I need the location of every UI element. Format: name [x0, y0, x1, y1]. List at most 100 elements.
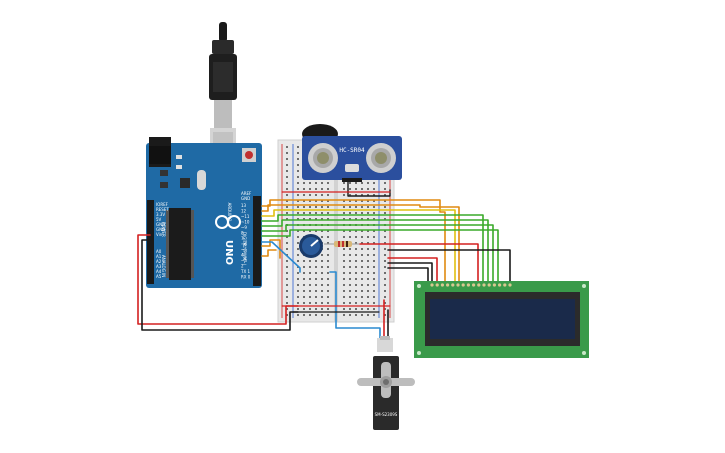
digital-pin-label: 4 [241, 253, 244, 258]
breadboard-hole [327, 302, 329, 304]
breadboard-hole [286, 158, 288, 160]
breadboard-hole [315, 272, 317, 274]
breadboard-hole [327, 272, 329, 274]
breadboard-hole [367, 236, 369, 238]
breadboard-hole [384, 248, 386, 250]
breadboard-hole [309, 308, 311, 310]
breadboard-hole [361, 212, 363, 214]
breadboard-hole [373, 296, 375, 298]
digital-pin-label: ~6 [241, 242, 247, 247]
breadboard-hole [327, 284, 329, 286]
breadboard-hole [355, 254, 357, 256]
breadboard-hole [373, 278, 375, 280]
power-pin-label: 3.3V [156, 212, 165, 217]
breadboard-hole [286, 242, 288, 244]
breadboard-hole [384, 200, 386, 202]
breadboard-hole [343, 260, 345, 262]
digital-header [253, 196, 261, 286]
breadboard-hole [309, 188, 311, 190]
breadboard-hole [361, 182, 363, 184]
breadboard-hole [321, 194, 323, 196]
power-analog-header [147, 200, 154, 284]
breadboard-hole [315, 284, 317, 286]
breadboard-hole [315, 314, 317, 316]
breadboard-hole [321, 200, 323, 202]
breadboard-hole [367, 188, 369, 190]
breadboard-hole [355, 188, 357, 190]
breadboard-hole [321, 230, 323, 232]
breadboard-hole [384, 278, 386, 280]
breadboard-hole [384, 260, 386, 262]
breadboard-hole [361, 266, 363, 268]
breadboard-hole [384, 194, 386, 196]
breadboard-hole [286, 314, 288, 316]
breadboard-hole [384, 314, 386, 316]
breadboard-hole [361, 248, 363, 250]
breadboard-hole [309, 272, 311, 274]
breadboard-hole [343, 302, 345, 304]
breadboard-hole [309, 284, 311, 286]
lcd-pin [430, 283, 434, 287]
breadboard-hole [355, 296, 357, 298]
breadboard-hole [367, 272, 369, 274]
breadboard-hole [361, 242, 363, 244]
breadboard-hole [315, 260, 317, 262]
breadboard-hole [297, 248, 299, 250]
breadboard-hole [327, 194, 329, 196]
breadboard-hole [349, 188, 351, 190]
wire-black-sensor [347, 181, 391, 197]
breadboard-hole [373, 206, 375, 208]
breadboard-hole [321, 278, 323, 280]
wire-orange-3 [261, 239, 281, 259]
breadboard-hole [384, 236, 386, 238]
breadboard-hole [297, 176, 299, 178]
breadboard-hole [349, 260, 351, 262]
arduino-logo: ARDUINO [215, 203, 241, 229]
breadboard-hole [297, 194, 299, 196]
breadboard-hole [309, 218, 311, 220]
breadboard-hole [297, 308, 299, 310]
breadboard-hole [315, 206, 317, 208]
breadboard-hole [367, 182, 369, 184]
breadboard-hole [321, 266, 323, 268]
breadboard-hole [343, 314, 345, 316]
breadboard-hole [343, 290, 345, 292]
digital-pin-label: ~9 [241, 225, 247, 230]
breadboard-hole [327, 236, 329, 238]
breadboard-hole [315, 194, 317, 196]
wire-green-3 [261, 224, 494, 284]
breadboard-hole [303, 302, 305, 304]
breadboard-hole [343, 254, 345, 256]
lcd-pin [487, 283, 491, 287]
breadboard-hole [327, 260, 329, 262]
breadboard-hole [373, 284, 375, 286]
power-pin-label: 5V [156, 217, 162, 222]
breadboard-hole [309, 278, 311, 280]
breadboard-hole [367, 194, 369, 196]
breadboard-hole [286, 182, 288, 184]
breadboard-hole [367, 314, 369, 316]
breadboard-hole [303, 272, 305, 274]
breadboard-hole [303, 188, 305, 190]
digital-pin-label: 8 [241, 231, 244, 236]
breadboard-hole [297, 254, 299, 256]
breadboard-hole [361, 254, 363, 256]
lcd-pin [440, 283, 444, 287]
breadboard-hole [327, 314, 329, 316]
breadboard-hole [315, 266, 317, 268]
breadboard-hole [297, 296, 299, 298]
breadboard-hole [373, 266, 375, 268]
breadboard-hole [327, 278, 329, 280]
brand-label: ARDUINO [227, 203, 232, 222]
breadboard-hole [384, 206, 386, 208]
digital-pin-label: 12 [241, 209, 247, 214]
digital-pin-label: 13 [241, 203, 247, 208]
breadboard-hole [297, 314, 299, 316]
breadboard-hole [286, 188, 288, 190]
breadboard-hole [309, 212, 311, 214]
breadboard-hole [286, 176, 288, 178]
breadboard-hole [309, 314, 311, 316]
breadboard-hole [384, 266, 386, 268]
